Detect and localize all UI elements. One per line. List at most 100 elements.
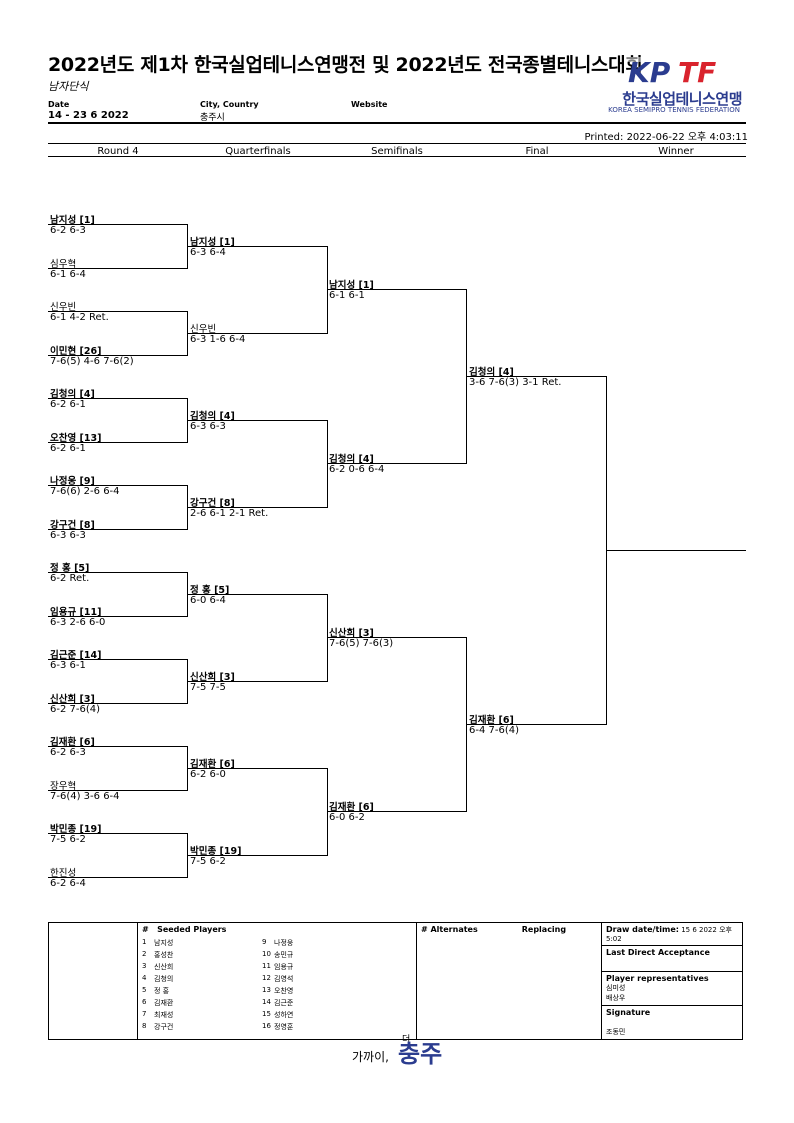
player-round4-4: 김청의 [4] — [50, 389, 95, 400]
round-header-winner: Winner — [658, 146, 694, 157]
printed-timestamp: Printed: 2022-06-22 오후 4:03:11 — [584, 132, 748, 143]
player-final-1: 김재환 [6] — [469, 715, 514, 727]
bracket-line-final-1 — [467, 724, 607, 726]
player-round4-7: 강구건 [8] — [50, 519, 95, 531]
score-round4-11: 6-2 7-6(4) — [50, 703, 101, 715]
website-label: Website — [351, 100, 388, 109]
bracket-line-quarterfinals-2 — [188, 419, 328, 421]
signer-name: 조동민 — [606, 1028, 626, 1036]
player-round4-13: 장우혁 — [50, 780, 77, 792]
score-round4-5: 6-2 6-1 — [50, 442, 86, 454]
seed-num-7: 7 — [142, 1010, 147, 1018]
bracket-line-round4-0 — [48, 224, 188, 225]
bracket-connector-round4-6 — [187, 746, 188, 791]
footer-blank-cell — [48, 922, 138, 1040]
score-quarterfinals-5: 7-5 7-5 — [190, 681, 226, 693]
draw-date-value: 15 6 2022 오후 5:02 — [606, 926, 732, 943]
seed-name-13: 오찬영 — [274, 987, 294, 995]
bracket-connector-round4-4 — [187, 572, 188, 617]
score-semifinals-2: 7-6(5) 7-6(3) — [329, 638, 394, 650]
signature-label: Signature — [606, 1008, 651, 1017]
bracket-line-round4-15 — [48, 876, 188, 878]
score-quarterfinals-4: 6-0 6-4 — [190, 594, 226, 606]
player-rep-2: 배상우 — [606, 994, 626, 1002]
score-round4-12: 6-2 6-3 — [50, 747, 86, 758]
round-header-final: Final — [525, 146, 549, 157]
bracket-connector-round4-5 — [187, 659, 188, 704]
score-semifinals-0: 6-1 6-1 — [329, 290, 365, 302]
seeded-hash: # — [142, 925, 149, 934]
bracket-line-round4-8 — [48, 572, 188, 573]
seed-name-4: 김청의 — [154, 975, 174, 983]
score-semifinals-1: 6-2 0-6 6-4 — [329, 464, 385, 476]
player-round4-11: 신산희 [3] — [50, 693, 95, 705]
seed-num-14: 14 — [262, 998, 271, 1006]
seed-num-3: 3 — [142, 962, 147, 970]
player-quarterfinals-6: 김재환 [6] — [190, 758, 235, 770]
city-logo-small: 더 — [402, 1035, 411, 1045]
chungju-city-logo: 더 가까이, 충주 — [352, 1032, 462, 1072]
seed-name-9: 나정웅 — [274, 939, 294, 947]
player-round4-15: 한진성 — [50, 867, 77, 879]
seed-name-3: 신산희 — [154, 963, 174, 971]
bracket-line-semifinals-0 — [327, 289, 467, 291]
seed-name-7: 최재성 — [154, 1011, 174, 1019]
seed-num-5: 5 — [142, 986, 147, 994]
player-round4-3: 이민현 [26] — [50, 345, 102, 357]
page-title: 2022년도 제1차 한국실업테니스연맹전 및 2022년도 전국종별테니스대회 — [48, 54, 643, 76]
score-quarterfinals-0: 6-3 6-4 — [190, 246, 226, 258]
player-semifinals-3: 김재환 [6] — [329, 802, 374, 814]
bracket-line-round4-13 — [48, 789, 188, 791]
alternates-label: # Alternates — [421, 925, 478, 934]
round-header-r4: Round 4 — [97, 146, 139, 157]
seed-num-6: 6 — [142, 998, 147, 1006]
bracket-line-quarterfinals-0 — [188, 245, 328, 247]
seed-num-16: 16 — [262, 1022, 271, 1030]
player-quarterfinals-4: 정 홍 [5] — [190, 584, 230, 596]
bracket-line-round4-3 — [48, 354, 188, 356]
seed-name-6: 김재환 — [154, 999, 174, 1007]
bracket-line-round4-14 — [48, 833, 188, 834]
seed-num-15: 15 — [262, 1010, 271, 1018]
bracket-line-quarterfinals-6 — [188, 767, 328, 769]
seed-num-8: 8 — [142, 1022, 147, 1030]
round-header-top-rule — [48, 143, 746, 144]
city-logo-big: 충주 — [398, 1040, 443, 1068]
bracket-connector-round4-3 — [187, 485, 188, 530]
bracket-connector-round4-0 — [187, 224, 188, 269]
player-round4-0: 남지성 [1] — [50, 215, 95, 226]
bracket-connector-semifinals-0 — [466, 289, 467, 465]
round-header-bottom-rule — [48, 156, 746, 157]
score-round4-7: 6-3 6-3 — [50, 529, 86, 541]
score-semifinals-3: 6-0 6-2 — [329, 812, 365, 824]
logo-name-ko: 한국실업테니스연맹 — [622, 90, 742, 108]
date-label: Date — [48, 100, 70, 109]
seed-num-11: 11 — [262, 962, 271, 970]
bracket-line-semifinals-1 — [327, 463, 467, 465]
score-round4-15: 6-2 6-4 — [50, 877, 86, 889]
score-quarterfinals-2: 6-3 6-3 — [190, 420, 226, 432]
winner-line — [606, 550, 746, 552]
seed-num-10: 10 — [262, 950, 271, 958]
bracket-line-semifinals-2 — [327, 637, 467, 639]
bracket-line-semifinals-3 — [327, 811, 467, 813]
player-round4-6: 나정웅 [9] — [50, 476, 95, 487]
player-round4-1: 심우혁 — [50, 258, 77, 270]
seed-name-12: 김영석 — [274, 975, 294, 983]
draw-date-label: Draw date/time: — [606, 925, 679, 934]
player-round4-10: 김근준 [14] — [50, 650, 102, 661]
score-round4-9: 6-3 2-6 6-0 — [50, 616, 106, 628]
player-reps-label: Player representatives — [606, 974, 709, 983]
seeded-title: Seeded Players — [157, 925, 227, 934]
player-quarterfinals-7: 박민종 [19] — [190, 845, 242, 857]
city-label: City, Country — [200, 100, 259, 109]
player-round4-14: 박민종 [19] — [50, 824, 102, 835]
round-header-qf: Quarterfinals — [225, 146, 291, 157]
seed-name-2: 홍성찬 — [154, 951, 174, 959]
kptf-logo: KP TF — [622, 54, 742, 116]
player-semifinals-1: 김청의 [4] — [329, 454, 374, 466]
seed-num-4: 4 — [142, 974, 147, 982]
